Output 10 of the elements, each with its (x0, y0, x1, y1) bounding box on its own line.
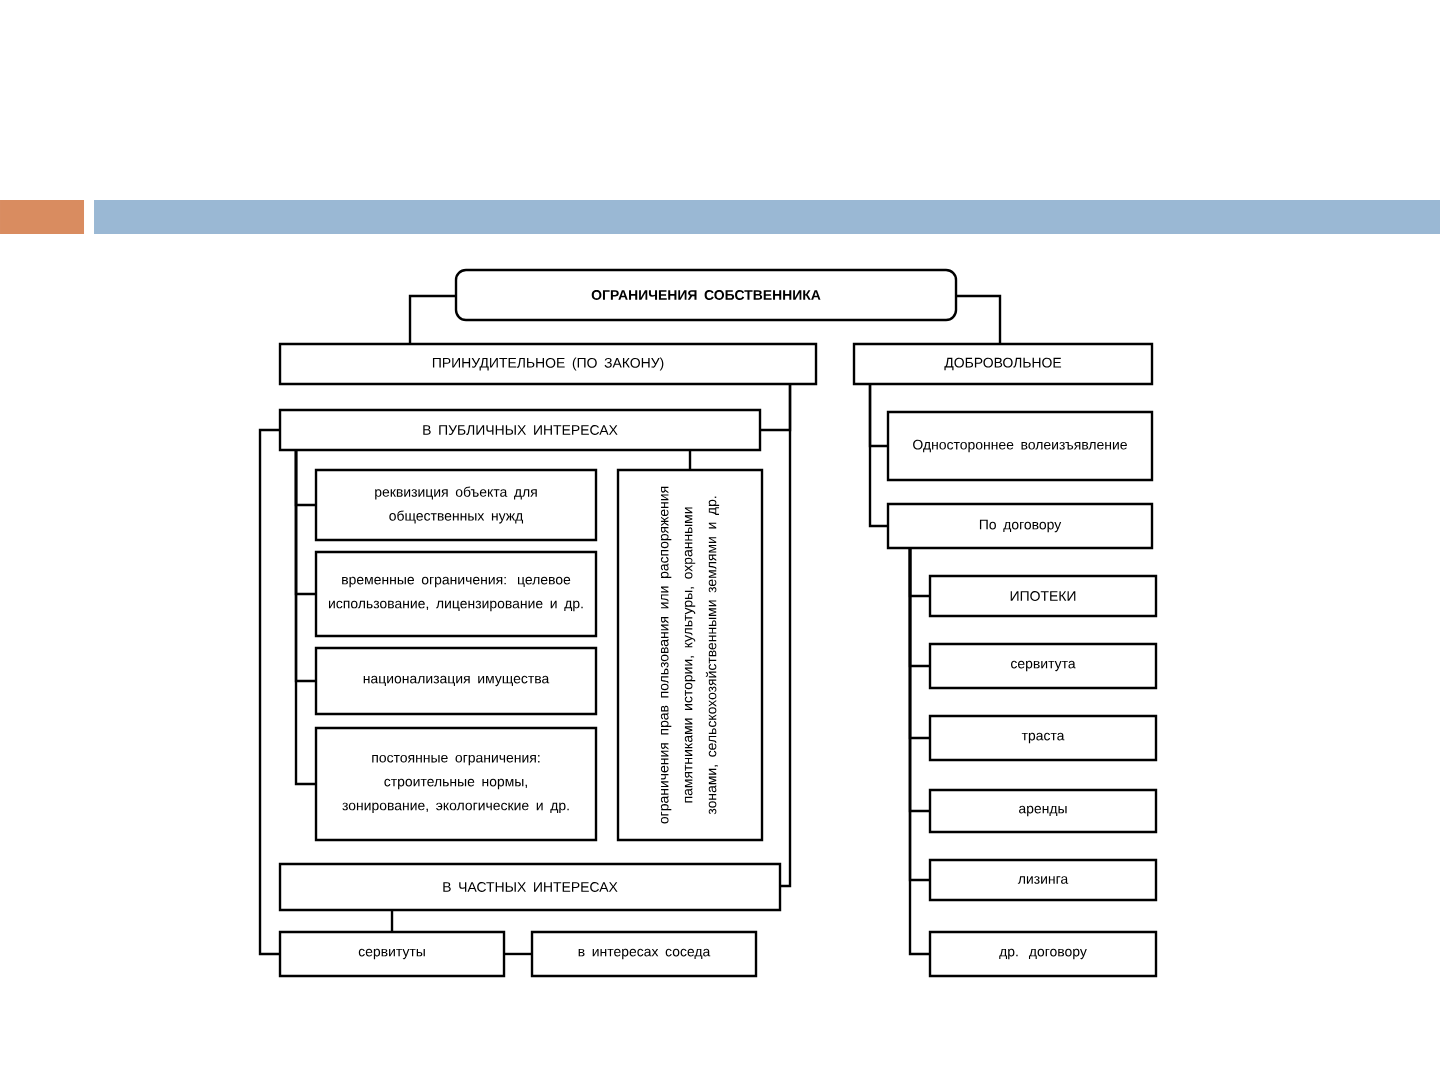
connector (956, 294, 1002, 344)
connector (390, 910, 394, 932)
connector (780, 384, 792, 888)
connector (408, 294, 456, 344)
connector (258, 428, 280, 956)
connector (294, 450, 316, 786)
connector (688, 450, 692, 470)
connector (908, 548, 930, 956)
connector (504, 952, 532, 956)
connector (868, 384, 888, 528)
